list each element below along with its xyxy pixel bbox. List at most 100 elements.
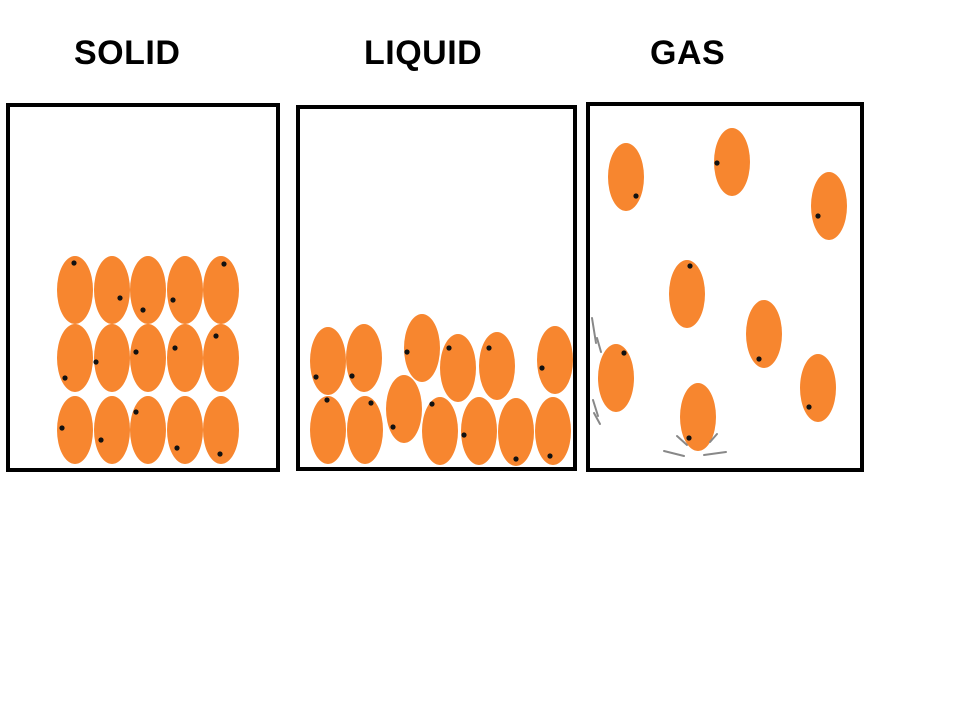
particle [57,256,93,324]
particle-body [714,128,750,196]
particle-body [680,383,716,451]
particle [386,375,422,443]
particle-dot [213,333,219,339]
particle-dot [174,445,180,451]
particle [310,327,346,395]
particle-dot [756,356,762,362]
solid-container [6,103,280,472]
particle-dot [539,365,545,371]
gas-panel [586,102,864,472]
particle-body [347,396,383,464]
particle-dot [59,425,65,431]
particle-dot [217,451,223,457]
particle-dot [368,400,374,406]
particle-body [203,396,239,464]
particle [811,172,847,240]
particle-body [422,397,458,465]
particle [404,314,440,382]
particle [130,256,166,324]
particle [461,397,497,465]
motion-line [676,435,688,446]
particle [680,383,716,451]
particle-dot [170,297,176,303]
particle [608,143,644,211]
particle [440,334,476,402]
motion-line [593,412,601,425]
particle-body [167,396,203,464]
particle [800,354,836,422]
particle-dot [429,401,435,407]
particle-body [57,256,93,324]
particle-body [94,324,130,392]
particle-dot [461,432,467,438]
particle [203,324,239,392]
particle [535,397,571,465]
particle-dot [686,435,692,441]
particle-body [608,143,644,211]
particle [57,324,93,392]
particle-body [811,172,847,240]
particle-dot [513,456,519,462]
particle-body [537,326,573,394]
motion-line [591,317,597,344]
particle-body [130,324,166,392]
particle-body [440,334,476,402]
particle-body [57,396,93,464]
particle-body [535,397,571,465]
particle-dot [221,261,227,267]
gas-label: GAS [650,34,726,72]
liquid-panel [296,105,577,471]
particle-dot [687,263,693,269]
motion-line [709,433,718,443]
particle-body [800,354,836,422]
particle-dot [324,397,330,403]
particle-dot [62,375,68,381]
particle-body [57,324,93,392]
solid-label: SOLID [74,34,181,72]
motion-line [663,450,685,457]
motion-line [596,337,602,353]
liquid-label: LIQUID [364,34,483,72]
particle [203,256,239,324]
particle-dot [71,260,77,266]
particle-body [130,256,166,324]
particle [57,396,93,464]
particle [167,396,203,464]
particle [94,256,130,324]
particle-body [94,396,130,464]
particle [669,260,705,328]
particle [310,396,346,464]
particle-body [598,344,634,412]
particle-body [167,256,203,324]
particle-body [310,396,346,464]
particle [422,397,458,465]
particle-body [498,398,534,466]
particle-body [404,314,440,382]
particle-body [479,332,515,400]
particle-body [203,324,239,392]
particle [598,344,634,412]
particle-dot [390,424,396,430]
particle-dot [117,295,123,301]
particle-dot [815,213,821,219]
particle [498,398,534,466]
particle [346,324,382,392]
particle-body [386,375,422,443]
particle [203,396,239,464]
particle-dot [714,160,720,166]
particle-dot [633,193,639,199]
particle-body [130,396,166,464]
particle [714,128,750,196]
particle-dot [140,307,146,313]
particle-dot [547,453,553,459]
motion-line [592,399,599,417]
particle [347,396,383,464]
gas-container [586,102,864,472]
particle-dot [172,345,178,351]
motion-line [703,451,727,456]
particle [746,300,782,368]
particle-dot [133,349,139,355]
liquid-container [296,105,577,471]
particle-body [746,300,782,368]
